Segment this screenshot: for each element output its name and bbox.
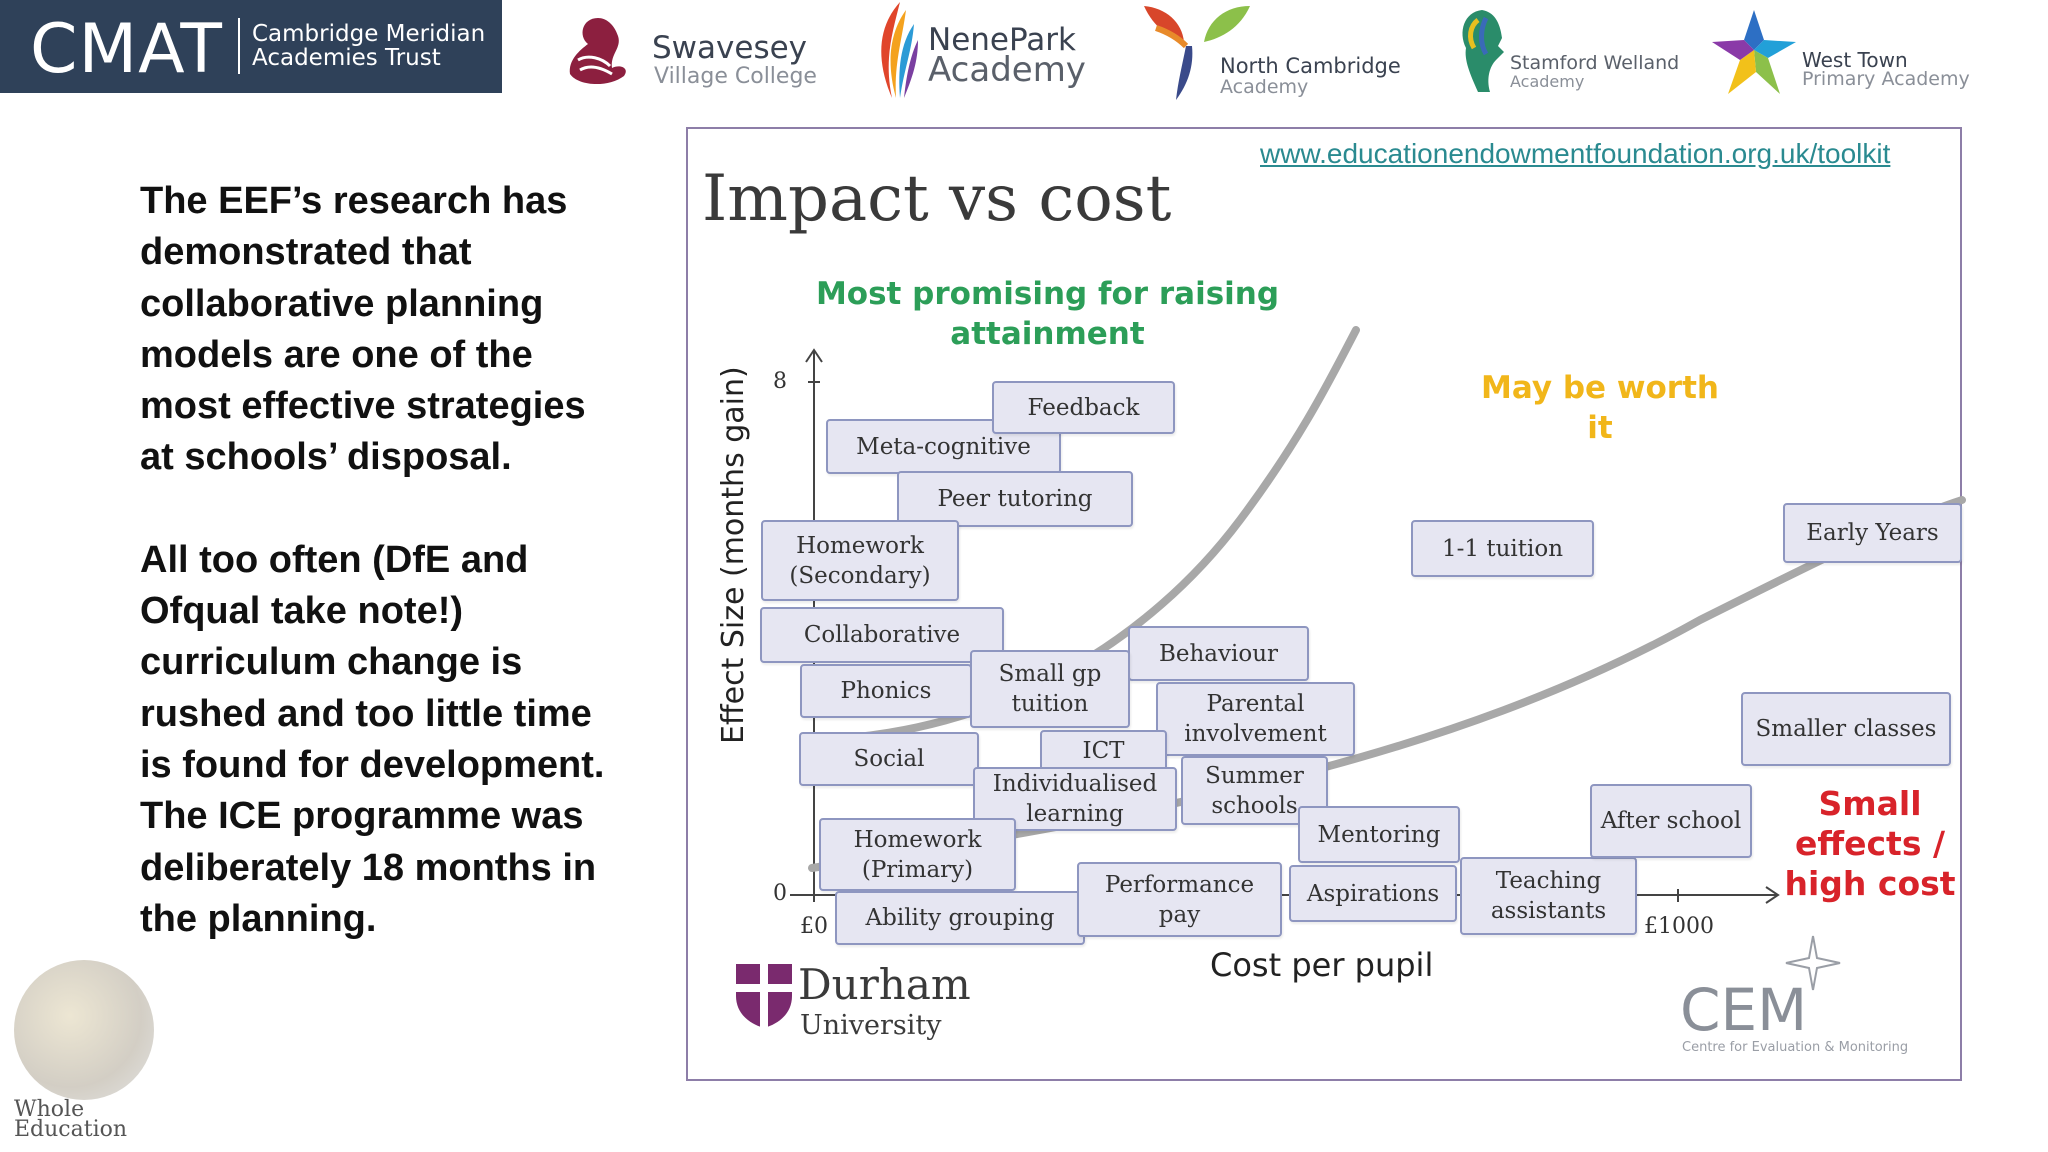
strategy-box-ict: ICT xyxy=(1040,730,1167,771)
sparkle-icon xyxy=(1785,935,1841,991)
star-icon xyxy=(1712,10,1796,94)
y-tick-label-8: 8 xyxy=(773,369,787,394)
strategy-box-summer-schools: Summer schools xyxy=(1181,756,1328,825)
chart-title: Impact vs cost xyxy=(702,162,1172,236)
y-tick-label-0: 0 xyxy=(773,881,787,906)
whole-education-emblem xyxy=(14,960,154,1100)
cmat-logo-line1: Cambridge Meridian xyxy=(252,21,486,47)
strategy-box-parental-involvement: Parental involvement xyxy=(1156,682,1355,756)
toolkit-link[interactable]: www.educationendowmentfoundation.org.uk/… xyxy=(1260,138,1891,169)
strategy-box-after-school: After school xyxy=(1590,784,1752,858)
stamford-welland-name: Stamford Welland xyxy=(1510,52,1680,74)
swavesey-name: Swavesey xyxy=(652,30,808,66)
small-effects-note: Small effects / high cost xyxy=(1784,784,1956,903)
swavesey-logo: Swavesey Village College xyxy=(558,0,817,100)
y-axis-arrow xyxy=(805,348,823,363)
x-tick-label-1000: £1000 xyxy=(1644,914,1714,939)
nenepark-name: NenePark xyxy=(928,22,1076,58)
stamford-welland-sub: Academy xyxy=(1510,72,1585,91)
leaf-icon xyxy=(1144,6,1250,100)
most-promising-note: Most promising for raising attainment xyxy=(815,276,1280,352)
durham-crest-icon xyxy=(736,964,792,1028)
cmat-logo-line2: Academies Trust xyxy=(252,45,441,71)
strategy-box-phonics: Phonics xyxy=(800,664,972,718)
strategy-box-individualised-learning: Individualised learning xyxy=(973,767,1177,831)
may-be-worth-it-note: May be worth it xyxy=(1481,370,1719,446)
strategy-box-homework-primary: Homework (Primary) xyxy=(819,818,1016,891)
nenepark-sub: Academy xyxy=(928,50,1086,90)
strategy-box-behaviour: Behaviour xyxy=(1128,626,1309,681)
strategy-box-aspirations: Aspirations xyxy=(1289,865,1457,922)
stamford-welland-logo: Stamford Welland Academy xyxy=(1456,0,1680,100)
strategy-box-smaller-classes: Smaller classes xyxy=(1741,692,1951,766)
cmat-logo: CMAT Cambridge Meridian Academies Trust xyxy=(0,0,502,93)
body-paragraph-2: All too often (DfE and Ofqual take note!… xyxy=(140,538,605,940)
steep-curve xyxy=(808,326,1360,744)
body-text: The EEF’s research has demonstrated that… xyxy=(140,176,610,996)
swan-icon xyxy=(569,18,626,85)
head-profile-icon xyxy=(1462,10,1504,92)
cem-name: CEM xyxy=(1680,976,1808,1044)
strategy-box-collaborative: Collaborative xyxy=(760,607,1004,663)
strategy-box-1-1-tuition: 1-1 tuition xyxy=(1411,520,1594,577)
y-axis-label: Effect Size (months gain) xyxy=(716,366,751,744)
durham-name: Durham xyxy=(798,960,971,1009)
durham-sub: University xyxy=(800,1010,942,1041)
north-cambridge-name: North Cambridge xyxy=(1220,54,1401,78)
whole-education-line1: Whole xyxy=(14,1097,85,1122)
swavesey-sub: Village College xyxy=(654,64,817,89)
strategy-box-mentoring: Mentoring xyxy=(1298,806,1460,863)
body-paragraph-1: The EEF’s research has demonstrated that… xyxy=(140,180,586,479)
x-axis-arrow xyxy=(1765,886,1780,904)
cmat-logo-divider xyxy=(238,18,240,74)
cmat-logo-short: CMAT xyxy=(30,10,223,89)
whole-education-logo: Whole Education xyxy=(8,960,154,1150)
x-axis-label: Cost per pupil xyxy=(1210,946,1434,984)
strategy-box-teaching-assistants: Teaching assistants xyxy=(1460,857,1637,935)
cem-logo: CEM Centre for Evaluation & Monitoring xyxy=(1680,934,1950,1064)
west-town-name: West Town xyxy=(1802,48,1908,72)
strategy-box-ability-grouping: Ability grouping xyxy=(835,891,1085,945)
strategy-box-peer-tutoring: Peer tutoring xyxy=(897,471,1133,527)
whole-education-text: Whole Education xyxy=(14,1097,128,1142)
strategy-box-feedback: Feedback xyxy=(992,381,1175,434)
strategy-box-social: Social xyxy=(799,732,979,786)
whole-education-line2: Education xyxy=(14,1117,128,1142)
cem-full-name: Centre for Evaluation & Monitoring xyxy=(1682,1040,1909,1055)
strategy-box-homework-secondary: Homework (Secondary) xyxy=(761,520,959,601)
strategy-box-early-years: Early Years xyxy=(1783,503,1962,563)
cmat-logo-full: Cambridge Meridian Academies Trust xyxy=(252,22,485,70)
west-town-sub: Primary Academy xyxy=(1802,68,1970,90)
strategy-box-performance-pay: Performance pay xyxy=(1077,862,1282,937)
x-tick-label-0: £0 xyxy=(800,914,828,939)
north-cambridge-logo: North Cambridge Academy xyxy=(1142,0,1402,100)
north-cambridge-sub: Academy xyxy=(1220,76,1309,98)
flame-icon xyxy=(881,2,918,98)
strategy-box-small-gp-tuition: Small gp tuition xyxy=(970,650,1130,728)
west-town-logo: West Town Primary Academy xyxy=(1708,0,1998,100)
nenepark-logo: NenePark Academy xyxy=(870,0,1090,100)
